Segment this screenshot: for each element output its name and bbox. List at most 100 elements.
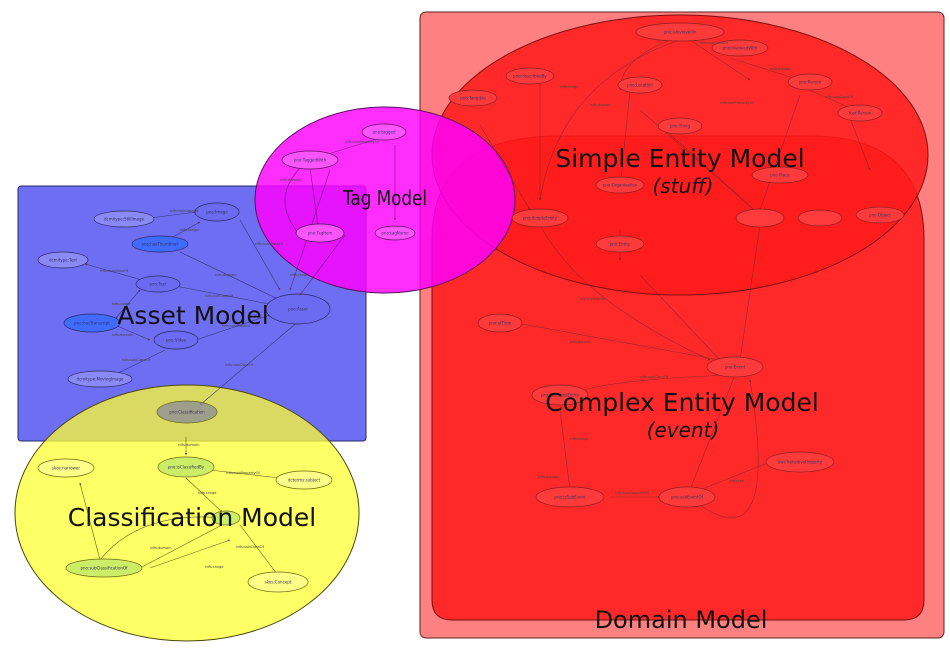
node-classification bbox=[156, 400, 218, 424]
label-narrower: skos:narrower bbox=[52, 466, 80, 471]
node-involved-with bbox=[711, 39, 769, 57]
classification-edge-labels: rdfs:domain rdfs:subPropertyOf rdfs:rang… bbox=[150, 443, 265, 569]
domain-nodes bbox=[448, 22, 905, 508]
complex-node-labels: pno:atTime pno:Event pno:ComplexEntity p… bbox=[489, 242, 823, 500]
node-complex bbox=[531, 384, 589, 406]
node-classification-hub bbox=[211, 510, 241, 526]
node-tagged bbox=[361, 123, 407, 141]
classification-model-label: Classification Model bbox=[68, 503, 316, 532]
complex-edge-labels: rdfs:domain rdfs:subClassOf rdfs:range r… bbox=[538, 297, 745, 495]
label-pno-d: pno:Person bbox=[799, 80, 822, 85]
edge-label-4: rdfs:domain bbox=[215, 273, 237, 277]
node-center bbox=[595, 235, 645, 253]
edge-label-9: rdfs:subClassOf bbox=[222, 324, 251, 328]
label-tag-item: pno:TagItem bbox=[308, 231, 333, 236]
tag-edge-label-2: rdfs:domain bbox=[280, 178, 302, 182]
label-has-thumbnail: pno:hasThumbnail bbox=[141, 242, 178, 247]
edge-label-3: rdfs:subClassOf bbox=[255, 242, 284, 246]
label-involved-with: pno:involvedWith bbox=[723, 46, 758, 51]
node-dcterms-subject bbox=[275, 470, 333, 490]
tag-edge-label-3: rdfs:range bbox=[290, 273, 309, 277]
label-video: pno:Video bbox=[166, 338, 187, 343]
label-transitive: owl:TransitiveProperty bbox=[778, 460, 823, 465]
node-pno-c bbox=[617, 76, 663, 94]
label-subclass-of: pno:subClassificationOf bbox=[80, 566, 128, 571]
tag-edge-labels: rdfs:subPropertyOf rdfs:domain rdfs:rang… bbox=[280, 140, 380, 277]
node-pno-e bbox=[837, 104, 883, 122]
label-pno-e: foaf:Person bbox=[849, 111, 872, 116]
label-pno-f: pno:Thing bbox=[670, 124, 690, 129]
cls-edge-label-4: rdfs:domain bbox=[150, 546, 172, 550]
complex-edge-label-2: rdfs:subClassOf bbox=[640, 375, 669, 379]
complex-edge-label-5: rdfs:subPropertyOf bbox=[615, 491, 650, 495]
node-mid bbox=[735, 208, 785, 228]
node-tag-item bbox=[295, 223, 345, 243]
node-pno-g bbox=[511, 208, 569, 228]
label-pno-a: pno:describedBy bbox=[513, 74, 547, 79]
node-mid2 bbox=[797, 209, 843, 227]
complex-edge-label-7: owl:inverseOf bbox=[580, 297, 605, 301]
node-sub-event bbox=[535, 486, 605, 508]
node-top bbox=[635, 22, 725, 42]
label-sub-event: pno:isSubEvent bbox=[554, 495, 586, 500]
edge-label-8: rdfs:domain bbox=[112, 333, 134, 337]
node-moving-image bbox=[67, 370, 133, 388]
label-pno-at: pno:atTime bbox=[489, 321, 512, 326]
edge-label-6: rdfs:range bbox=[112, 302, 131, 306]
label-pno-j: pno:Object bbox=[869, 213, 891, 218]
node-concept bbox=[247, 571, 309, 593]
label-classification: pno:Classification bbox=[169, 410, 205, 415]
simple-entity-label: Simple Entity Model bbox=[555, 144, 804, 173]
tag-nodes bbox=[281, 123, 416, 243]
complex-edge-label-3: rdfs:range bbox=[570, 437, 589, 441]
label-event: pno:Event bbox=[725, 365, 746, 370]
complex-edge-label-4: rdfs:domain bbox=[538, 475, 560, 479]
tag-model-label: Tag Model bbox=[342, 186, 427, 210]
label-tagged-with: pno:TaggedWith bbox=[294, 158, 327, 163]
edge-label-5: rdfs:subClassOf bbox=[100, 269, 129, 273]
node-pno-b bbox=[448, 89, 498, 107]
label-image: pno:Image bbox=[206, 210, 228, 215]
label-concept: skos:Concept bbox=[265, 580, 292, 585]
node-asset bbox=[265, 293, 331, 325]
cls-edge-label-6: rdfs:range bbox=[205, 565, 224, 569]
edge-label-11: rdfs:subClassOf bbox=[225, 363, 254, 367]
asset-edge-labels: rdfs:subClassOf rdfs:range rdfs:subClass… bbox=[100, 209, 284, 367]
label-complex: pno:ComplexEntity bbox=[541, 393, 580, 398]
node-event bbox=[706, 356, 764, 378]
label-has-transcript: pno:hasTranscript bbox=[74, 321, 110, 326]
simple-entity-sublabel: (stuff) bbox=[653, 174, 714, 198]
edge-label-1: rdfs:subClassOf bbox=[170, 209, 199, 213]
simple-edge-label-5: rdfs:domain bbox=[770, 67, 792, 71]
edge-label-7: rdfs:subClassOf bbox=[205, 294, 234, 298]
label-dcterms-subject: dcterms:subject bbox=[288, 478, 321, 483]
tag-edge-label-1: rdfs:subPropertyOf bbox=[345, 140, 380, 144]
label-classified-by: pno:isClassifiedBy bbox=[168, 465, 205, 470]
label-tag-name: pno:tagName bbox=[381, 231, 409, 236]
label-pno-b: pno:Tangible bbox=[460, 96, 486, 101]
edge-label-2: rdfs:range bbox=[180, 228, 199, 232]
node-narrower bbox=[37, 458, 95, 478]
node-pno-j bbox=[855, 206, 905, 224]
label-entity: pno:Entity bbox=[610, 242, 631, 247]
node-subclass-of bbox=[65, 558, 143, 578]
asset-node-labels: dcmitype:StillImage pno:Image pno:hasThu… bbox=[49, 210, 308, 382]
label-sub-event-of: pno:subEventOf bbox=[671, 495, 704, 500]
simple-edge-label-1: rdfs:subClassOf bbox=[700, 41, 729, 45]
label-text-type: dcmitype:Text bbox=[49, 258, 78, 263]
classification-edges bbox=[79, 437, 281, 579]
simple-edge-label-4: rdfs:subPropertyOf bbox=[720, 101, 755, 105]
tag-node-labels: pno:tagged pno:TaggedWith pno:TagItem pn… bbox=[294, 130, 409, 236]
node-video bbox=[153, 330, 199, 350]
node-image bbox=[194, 202, 240, 222]
simple-edge-label-6: rdfs:subClassOf bbox=[825, 95, 854, 99]
label-tagged: pno:tagged bbox=[373, 130, 396, 135]
classification-nodes bbox=[37, 400, 333, 593]
label-simple-top: pno:isInvolvedIn bbox=[664, 30, 697, 35]
asset-nodes bbox=[37, 202, 331, 388]
label-pno-i: pno:Place bbox=[770, 173, 790, 178]
asset-model-label: Asset Model bbox=[117, 301, 268, 330]
node-pno-f bbox=[657, 117, 703, 135]
simple-edge-label-3: rdfs:domain bbox=[590, 103, 612, 107]
label-pno-c: pno:Location bbox=[627, 83, 653, 88]
